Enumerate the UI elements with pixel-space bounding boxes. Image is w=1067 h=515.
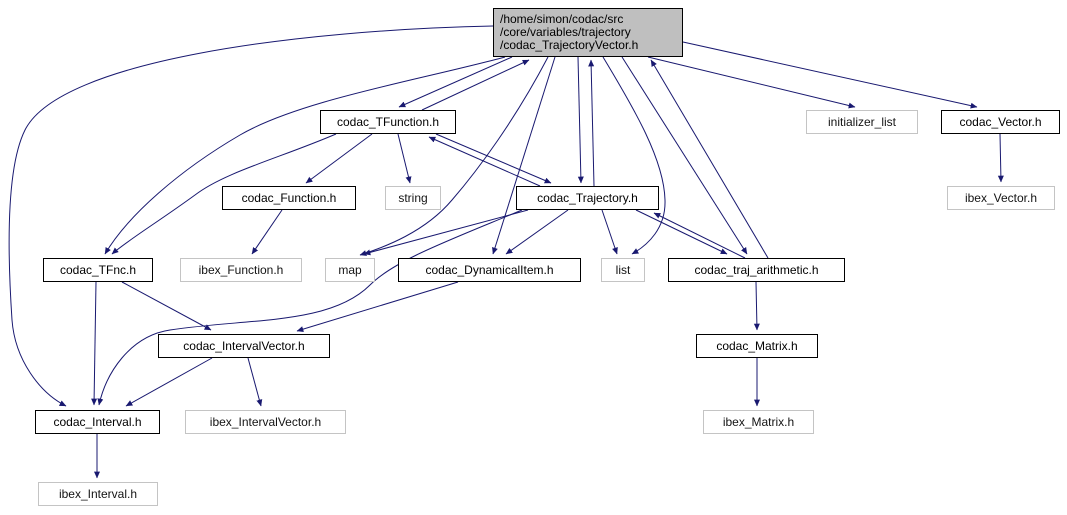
edge-codac-traj-arithmetic-to-codac-trajectory [653,212,746,259]
edge-main-to-codac-traj-arithmetic [621,56,748,255]
edge-codac-trajectory-to-map [363,209,529,256]
edge-codac-trajectory-to-codac-tfunction [428,136,541,187]
node-codac-tfnc[interactable]: codac_TFnc.h [43,258,153,282]
node-codac-interval[interactable]: codac_Interval.h [35,410,160,434]
node-ibex-intervalvector: ibex_IntervalVector.h [185,410,346,434]
node-codac-function[interactable]: codac_Function.h [222,186,356,210]
node-map: map [325,258,375,282]
node-codac-dynamicalitem[interactable]: codac_DynamicalItem.h [398,258,581,282]
edge-codac-traj-arithmetic-to-codac-matrix [753,281,760,331]
edge-codac-tfunction-to-main [421,59,530,111]
edge-codac-trajectory-to-codac-dynamicalitem [505,209,569,255]
edge-main-to-map [359,56,549,256]
edge-codac-intervalvector-to-ibex-intervalvector [247,357,263,407]
edge-main-to-codac-tfnc [104,56,506,255]
node-codac-tfunction[interactable]: codac_TFunction.h [320,110,456,134]
edge-codac-trajectory-to-list [601,209,618,255]
edge-main-to-list [602,56,666,255]
edge-codac-tfunction-to-codac-tfnc [111,133,337,255]
node-codac-matrix[interactable]: codac_Matrix.h [696,334,818,358]
edge-main-to-codac-vector [682,41,978,109]
edge-codac-function-to-ibex-function [251,209,283,255]
edge-codac-trajectory-to-main [588,59,595,187]
node-ibex-matrix: ibex_Matrix.h [703,410,814,434]
edge-codac-tfunction-to-codac-trajectory [435,133,552,184]
node-codac-trajectory[interactable]: codac_Trajectory.h [516,186,659,210]
edge-codac-intervalvector-to-codac-interval [125,357,213,407]
edge-main-to-codac-tfunction [398,56,513,108]
edge-codac-trajectory-to-codac-traj-arithmetic [635,209,728,255]
edge-codac-dynamicalitem-to-codac-intervalvector [296,281,459,333]
node-codac-vector[interactable]: codac_Vector.h [941,110,1060,134]
node-list: list [601,258,645,282]
edge-codac-traj-arithmetic-to-main [650,59,769,259]
edge-main-to-codac-dynamicalitem [492,56,556,255]
edge-codac-tfunction-to-string [397,133,412,184]
node-ibex-vector: ibex_Vector.h [947,186,1055,210]
edge-codac-tfnc-to-codac-intervalvector [121,281,212,331]
edge-codac-tfunction-to-codac-function [305,133,373,184]
node-ibex-interval: ibex_Interval.h [38,482,158,506]
edge-main-to-codac-interval [8,25,494,407]
edge-codac-trajectory-to-codac-interval [97,209,523,406]
node-codac-traj-arithmetic[interactable]: codac_traj_arithmetic.h [668,258,845,282]
node-initializer-list: initializer_list [806,110,918,134]
node-codac-trajectoryvector-current-file: /home/simon/codac/src /core/variables/tr… [493,8,683,57]
node-string: string [385,186,441,210]
node-ibex-function: ibex_Function.h [180,258,302,282]
edge-codac-tfnc-to-codac-interval [91,281,98,406]
edge-codac-vector-to-ibex-vector [997,133,1004,183]
node-codac-intervalvector[interactable]: codac_IntervalVector.h [158,334,330,358]
edge-main-to-initializer-list [647,56,856,109]
edge-main-to-codac-trajectory [577,56,584,184]
